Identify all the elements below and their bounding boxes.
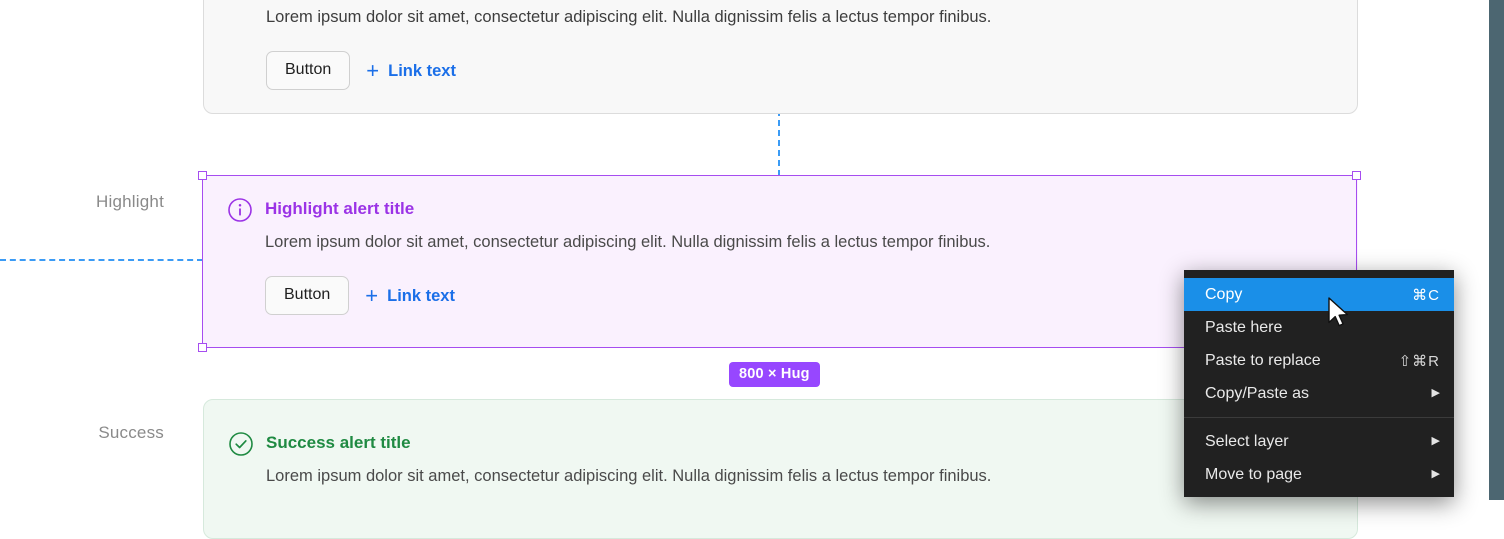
menu-item-paste-to-replace[interactable]: Paste to replace ⇧⌘R <box>1184 344 1454 377</box>
menu-item-label: Paste here <box>1205 318 1283 336</box>
menu-item-select-layer[interactable]: Select layer ▶ <box>1184 425 1454 458</box>
plus-icon: + <box>365 282 379 308</box>
menu-item-copy-paste-as[interactable]: Copy/Paste as ▶ <box>1184 377 1454 410</box>
menu-item-label: Select layer <box>1205 432 1289 450</box>
alert-title: Highlight alert title <box>265 199 415 218</box>
info-circle-icon <box>227 197 253 223</box>
menu-item-move-to-page[interactable]: Move to page ▶ <box>1184 458 1454 491</box>
alert-description: Lorem ipsum dolor sit amet, consectetur … <box>266 8 992 26</box>
plus-icon: + <box>366 57 380 83</box>
menu-item-shortcut: ⌘C <box>1412 286 1440 304</box>
alert-link[interactable]: + Link text <box>365 282 455 308</box>
menu-item-copy[interactable]: Copy ⌘C <box>1184 278 1454 311</box>
alert-link-label: Link text <box>387 286 455 305</box>
alert-button[interactable]: Button <box>266 51 351 90</box>
alert-button[interactable]: Button <box>265 276 350 315</box>
alert-card-neutral[interactable]: Lorem ipsum dolor sit amet, consectetur … <box>203 0 1358 114</box>
check-circle-icon <box>228 431 254 457</box>
row-label-success: Success <box>98 423 164 442</box>
horizontal-alignment-guide <box>0 259 203 261</box>
alert-link-label: Link text <box>388 61 456 80</box>
menu-item-label: Paste to replace <box>1205 351 1321 369</box>
menu-item-label: Move to page <box>1205 465 1302 483</box>
context-menu[interactable]: Copy ⌘C Paste here Paste to replace ⇧⌘R … <box>1184 270 1454 497</box>
menu-item-paste-here[interactable]: Paste here <box>1184 311 1454 344</box>
alert-card-highlight[interactable]: Highlight alert title Lorem ipsum dolor … <box>203 176 1358 348</box>
right-edge-panel-strip <box>1489 0 1504 500</box>
alert-description: Lorem ipsum dolor sit amet, consectetur … <box>266 467 992 485</box>
menu-item-label: Copy/Paste as <box>1205 384 1310 402</box>
row-label-highlight: Highlight <box>96 192 164 211</box>
alert-title: Success alert title <box>266 433 411 452</box>
submenu-arrow-icon: ▶ <box>1431 468 1440 480</box>
alert-link[interactable]: + Link text <box>366 57 456 83</box>
menu-item-label: Copy <box>1205 285 1243 303</box>
submenu-arrow-icon: ▶ <box>1431 387 1440 399</box>
menu-separator <box>1184 417 1454 418</box>
selection-size-badge: 800 × Hug <box>729 362 820 387</box>
spacer <box>228 6 254 32</box>
alert-description: Lorem ipsum dolor sit amet, consectetur … <box>265 233 991 251</box>
menu-item-shortcut: ⇧⌘R <box>1398 352 1440 370</box>
submenu-arrow-icon: ▶ <box>1431 435 1440 447</box>
